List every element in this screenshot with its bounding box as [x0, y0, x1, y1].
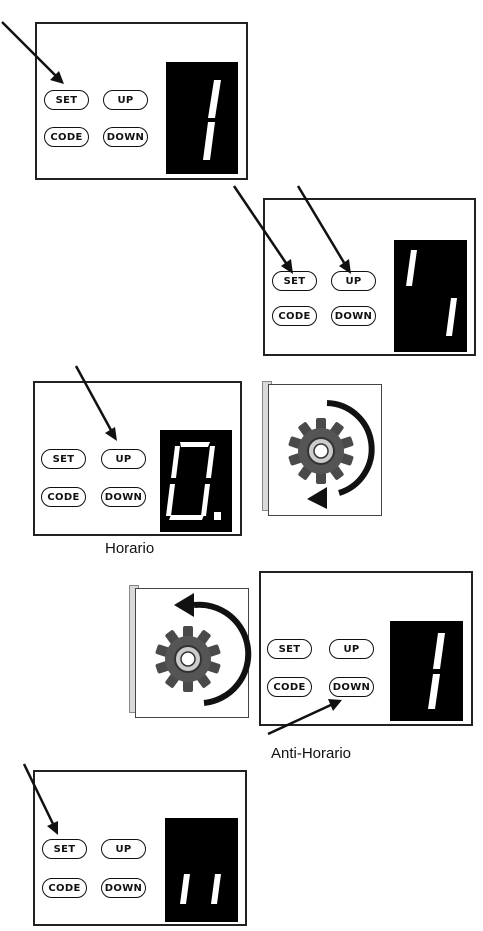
up-button[interactable]: UP: [101, 449, 146, 469]
gearbox-clockwise: [268, 384, 382, 516]
set-button[interactable]: SET: [42, 839, 87, 859]
down-button[interactable]: DOWN: [103, 127, 148, 147]
code-button[interactable]: CODE: [44, 127, 89, 147]
down-button[interactable]: DOWN: [329, 677, 374, 697]
gear-counterclockwise-icon: [155, 593, 252, 706]
seven-segment-display: [165, 818, 238, 922]
caption-clockwise: Horario: [105, 540, 155, 557]
control-panel-step-4: SET UP CODE DOWN: [259, 571, 473, 726]
down-button[interactable]: DOWN: [101, 878, 146, 898]
up-button[interactable]: UP: [103, 90, 148, 110]
display-digit-1: [428, 633, 445, 709]
seven-segment-display: [394, 240, 467, 352]
set-button[interactable]: SET: [41, 449, 86, 469]
caption-counterclockwise: Anti-Horario: [271, 745, 352, 762]
up-button[interactable]: UP: [329, 639, 374, 659]
code-button[interactable]: CODE: [41, 487, 86, 507]
code-button[interactable]: CODE: [42, 878, 87, 898]
up-button[interactable]: UP: [101, 839, 146, 859]
gearbox-counterclockwise: [135, 588, 252, 718]
control-panel-step-3: SET UP CODE DOWN: [33, 381, 242, 536]
control-panel-step-5: SET UP CODE DOWN: [33, 770, 247, 926]
up-button[interactable]: UP: [331, 271, 376, 291]
code-button[interactable]: CODE: [272, 306, 317, 326]
control-panel-step-1: SET UP CODE DOWN: [35, 22, 248, 180]
set-button[interactable]: SET: [272, 271, 317, 291]
down-button[interactable]: DOWN: [101, 487, 146, 507]
set-button[interactable]: SET: [267, 639, 312, 659]
display-digit-1: [203, 80, 221, 160]
display-digit-0-dot: [166, 442, 221, 520]
set-button[interactable]: SET: [44, 90, 89, 110]
gear-clockwise-icon: [288, 400, 375, 509]
control-panel-step-2: SET UP CODE DOWN: [263, 198, 476, 356]
seven-segment-display: [166, 62, 238, 174]
display-digits-11: [180, 874, 221, 904]
seven-segment-display: [160, 430, 232, 532]
seven-segment-display: [390, 621, 463, 721]
code-button[interactable]: CODE: [267, 677, 312, 697]
down-button[interactable]: DOWN: [331, 306, 376, 326]
display-digits-11: [406, 250, 457, 336]
